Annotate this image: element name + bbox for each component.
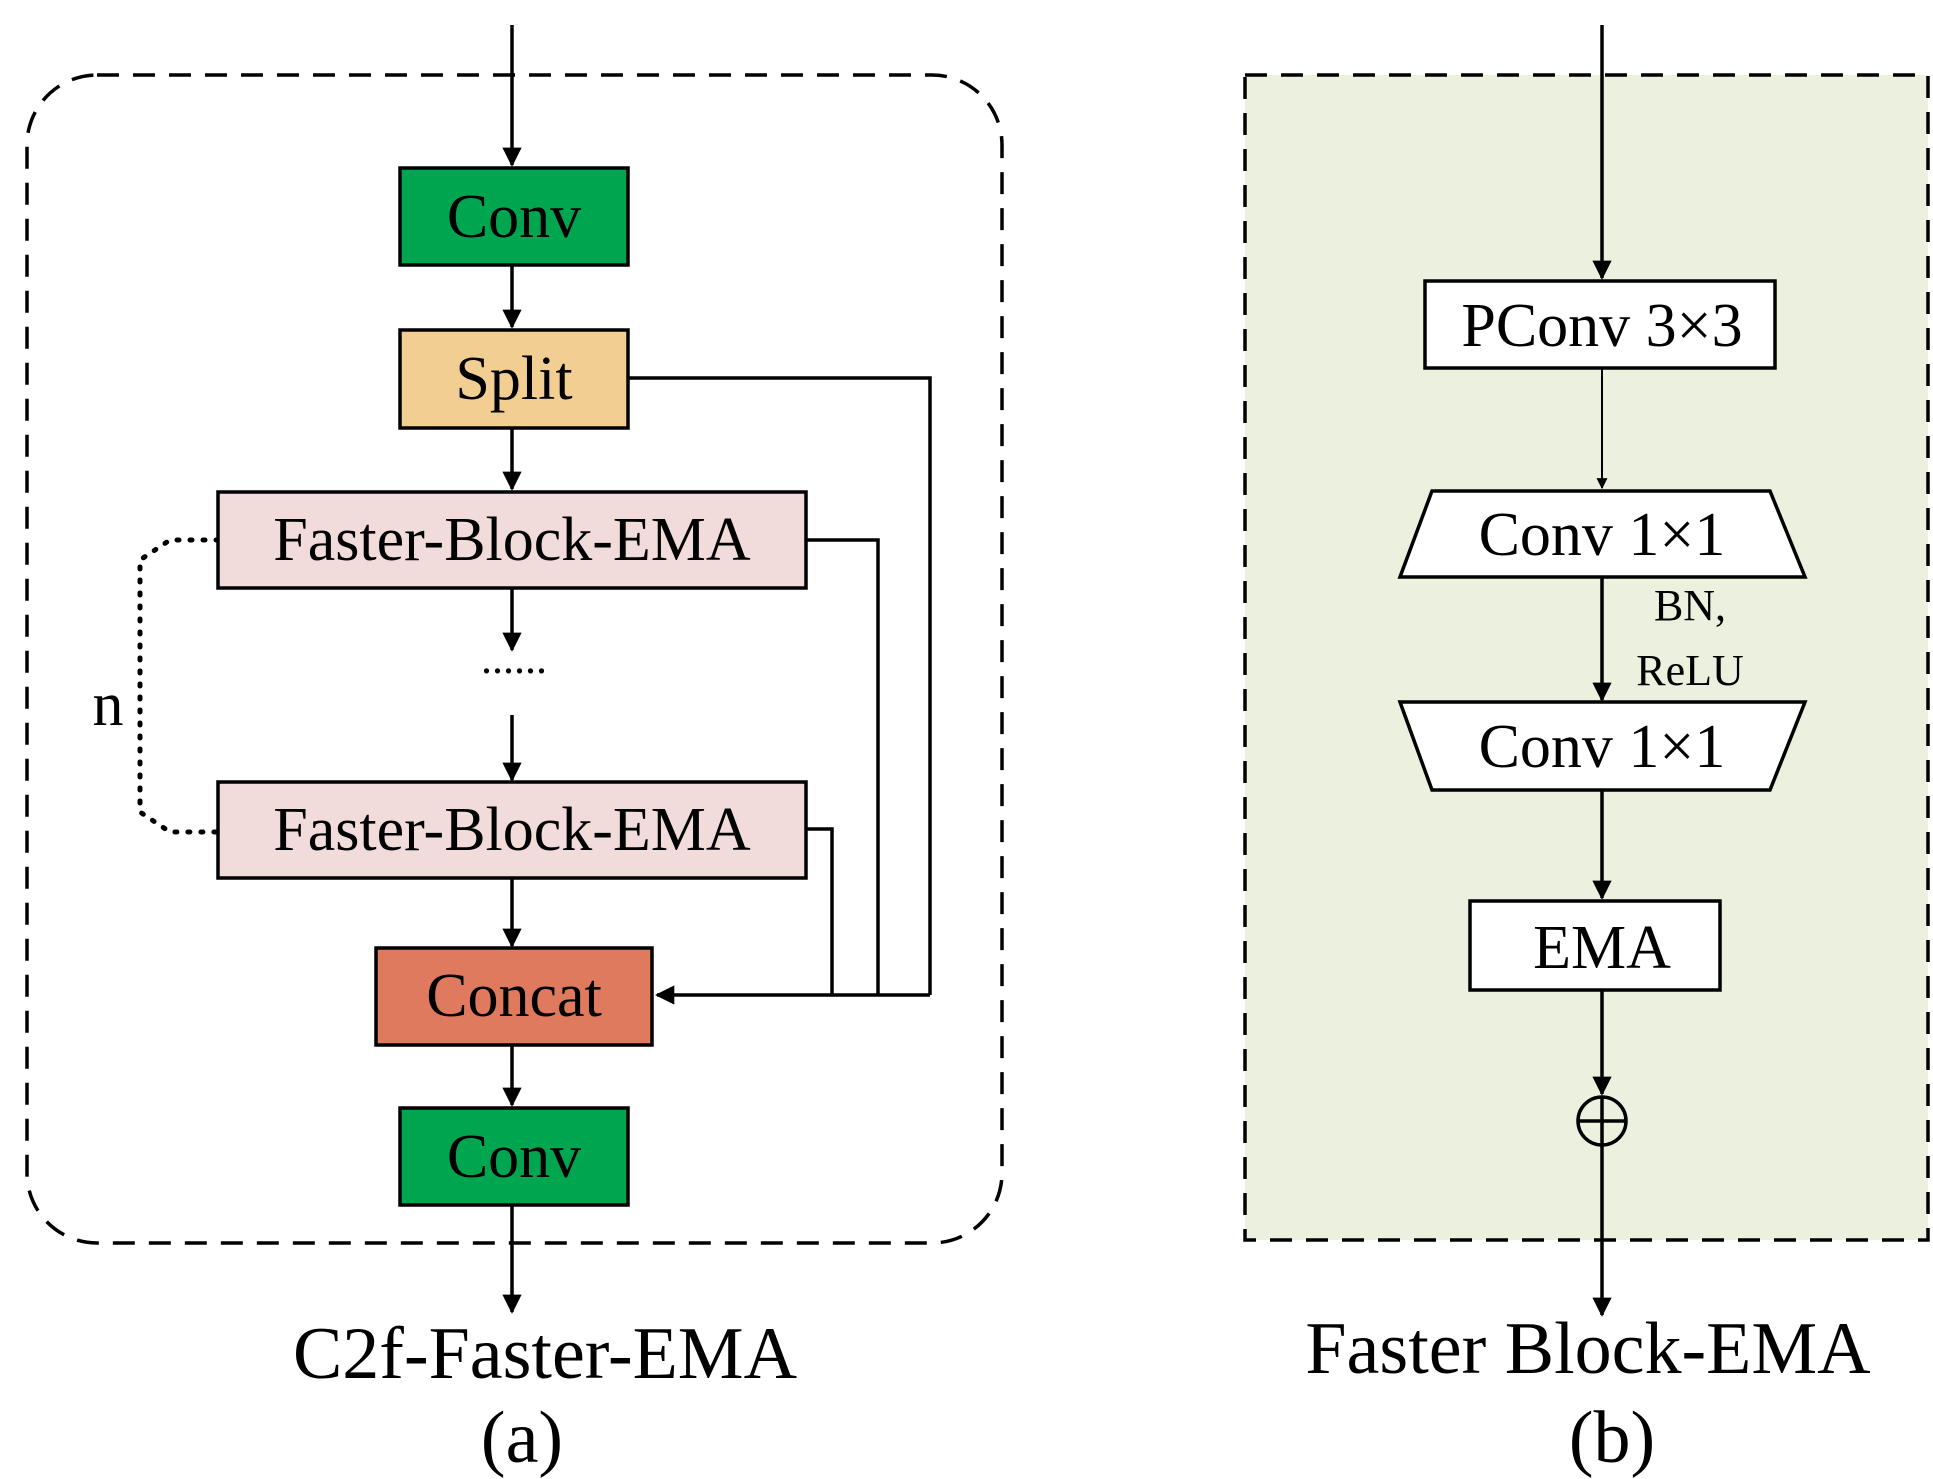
concat-block	[374, 946, 654, 1047]
relu-label: ReLU	[1636, 646, 1744, 695]
ellipsis: ......	[481, 634, 547, 683]
bn-label: BN,	[1654, 581, 1726, 630]
repeat-bracket	[137, 537, 221, 835]
add-icon	[1576, 1095, 1628, 1147]
split-block	[398, 328, 630, 430]
conv2-block	[1397, 700, 1808, 792]
panel-a: n Conv Split Faster-Block-EMA ...... Fas…	[25, 25, 1004, 1479]
conv-bottom-label: Conv	[447, 1123, 581, 1191]
pconv-block	[1423, 279, 1777, 370]
panel-b-background	[1243, 73, 1930, 1242]
panel-a-caption: C2f-Faster-EMA	[293, 1313, 797, 1395]
pconv-label: PConv 3×3	[1461, 292, 1742, 360]
panel-a-sublabel: (a)	[481, 1397, 563, 1479]
faster-block-n	[216, 780, 808, 880]
faster-block-1	[216, 490, 808, 590]
faster1-to-concat-connector	[806, 538, 880, 995]
conv-top-block	[398, 166, 630, 267]
conv-top-label: Conv	[447, 183, 581, 251]
split-label: Split	[455, 345, 572, 413]
conv1-block	[1397, 489, 1808, 579]
repeat-label: n	[93, 671, 124, 739]
conv1-label: Conv 1×1	[1479, 501, 1726, 569]
ema-block	[1468, 899, 1722, 992]
panel-b-sublabel: (b)	[1569, 1397, 1655, 1479]
panel-b: PConv 3×3 Conv 1×1 BN, ReLU Conv 1×1 EMA…	[1243, 25, 1930, 1479]
conv2-label: Conv 1×1	[1479, 713, 1726, 781]
faster-block-1-label: Faster-Block-EMA	[273, 506, 751, 574]
ema-label: EMA	[1533, 914, 1671, 982]
concat-label: Concat	[426, 962, 602, 1030]
conv-bottom-block	[398, 1106, 630, 1207]
fastern-to-concat-connector	[806, 827, 834, 995]
split-to-concat-connector	[628, 376, 932, 995]
panel-a-dashed-border	[25, 73, 1004, 1245]
panel-b-caption: Faster Block-EMA	[1305, 1308, 1870, 1390]
faster-block-n-label: Faster-Block-EMA	[273, 796, 751, 864]
